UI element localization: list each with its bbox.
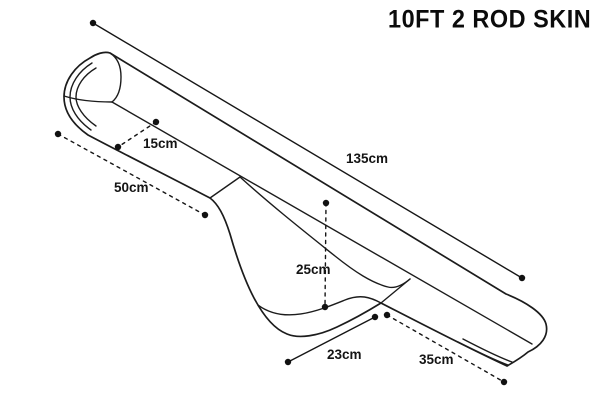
dimension-label: 25cm (296, 262, 331, 277)
dimension-endpoint-dot (54, 130, 62, 138)
right-end-cap-seam-2 (462, 338, 513, 363)
dimension-endpoint-dot (201, 211, 209, 219)
dimension-end-face-width: 15cm (114, 118, 178, 151)
dimension-butt-section-length: 50cm (54, 130, 209, 219)
pocket-base-seam (257, 296, 382, 316)
dimension-label: 135cm (346, 151, 388, 166)
dimension-endpoint-dot (383, 311, 391, 319)
dimension-label: 35cm (419, 352, 454, 367)
dimension-pocket-base-length: 23cm (284, 313, 379, 366)
dimension-endpoint-dot (284, 358, 292, 366)
dimension-label: 15cm (143, 136, 178, 151)
left-section-divider (209, 176, 241, 199)
dimension-label: 50cm (114, 180, 149, 195)
left-end-cap-inner-seam-1 (69, 62, 93, 131)
dimension-endpoint-dot (114, 143, 122, 151)
dimension-endpoint-dot (321, 303, 329, 311)
dimension-endpoint-dot (371, 313, 379, 321)
page-title: 10FT 2 ROD SKIN (387, 5, 591, 34)
dimension-line (57, 133, 206, 216)
dimension-endpoint-dot (89, 19, 97, 27)
dimension-total-length: 135cm (89, 19, 526, 282)
left-end-cap-inner-seam-2 (75, 67, 97, 127)
dimension-tip-end-width: 35cm (383, 311, 508, 386)
right-end-cap-seam-1 (457, 341, 509, 366)
dimension-line (324, 202, 327, 308)
dimension-pocket-drop: 25cm (296, 199, 331, 311)
dimension-endpoint-dot (500, 378, 508, 386)
rod-skin-drawing (63, 51, 548, 367)
left-end-cap-face (109, 52, 122, 103)
dimension-label: 23cm (327, 347, 362, 362)
body-seam-line (111, 101, 533, 345)
right-section-divider (380, 278, 411, 304)
dimension-line (117, 121, 157, 148)
dimension-line (386, 314, 505, 383)
pocket-top-curve (239, 176, 411, 289)
dimension-line (92, 22, 523, 279)
rod-skin-outline (63, 51, 548, 367)
dimension-endpoint-dot (152, 118, 160, 126)
dimension-line (287, 316, 376, 363)
dimension-endpoint-dot (322, 199, 330, 207)
left-end-cap-base-seam (63, 95, 113, 103)
dimension-endpoint-dot (518, 274, 526, 282)
